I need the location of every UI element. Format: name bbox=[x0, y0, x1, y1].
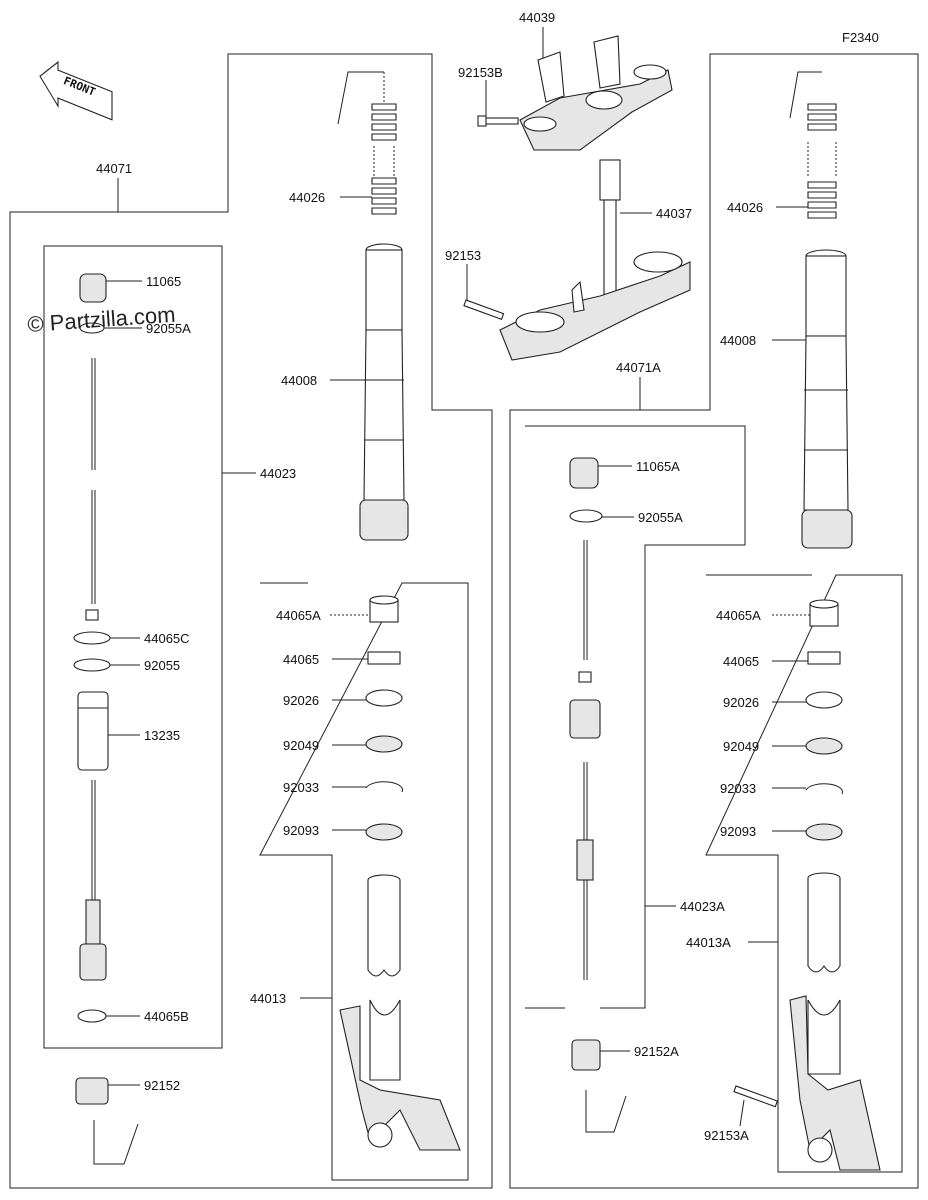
right-cartridge-frame bbox=[525, 425, 746, 1009]
right-seal-kit-frame bbox=[705, 574, 903, 1173]
label-left-44065: 44065 bbox=[283, 652, 319, 667]
left-cartridge-parts bbox=[73, 273, 139, 1165]
label-92153: 92153 bbox=[445, 248, 481, 263]
label-44037: 44037 bbox=[656, 206, 692, 221]
label-92153b: 92153B bbox=[458, 65, 503, 80]
left-seal-kit-frame bbox=[259, 582, 469, 1181]
label-44023a: 44023A bbox=[680, 899, 725, 914]
92153-bolt bbox=[463, 299, 505, 321]
label-11065: 11065 bbox=[146, 274, 181, 289]
leader-lines bbox=[104, 27, 810, 1127]
right-assembly-frame bbox=[509, 53, 919, 1189]
label-right-92049: 92049 bbox=[723, 739, 759, 754]
label-44071: 44071 bbox=[96, 161, 132, 176]
label-right-44026: 44026 bbox=[727, 200, 763, 215]
label-44065c: 44065C bbox=[144, 631, 190, 646]
label-left-44026: 44026 bbox=[289, 190, 325, 205]
label-44013a: 44013A bbox=[686, 935, 731, 950]
label-right-92055a: 92055A bbox=[638, 510, 683, 525]
upper-triple-clamp bbox=[519, 35, 673, 151]
left-inner-tube bbox=[339, 874, 461, 1151]
label-right-92026: 92026 bbox=[723, 695, 759, 710]
label-44039: 44039 bbox=[519, 10, 555, 25]
92153a-bolt bbox=[733, 1085, 779, 1108]
label-44071a: 44071A bbox=[616, 360, 661, 375]
left-seal-stack bbox=[365, 595, 404, 841]
right-outer-tube bbox=[801, 249, 853, 549]
label-92055a: 92055A bbox=[146, 321, 191, 336]
label-44065b: 44065B bbox=[144, 1009, 189, 1024]
92153b-bolt bbox=[477, 115, 519, 127]
label-92152a: 92152A bbox=[634, 1044, 679, 1059]
left-assembly-frame bbox=[9, 53, 493, 1189]
label-92055: 92055 bbox=[144, 658, 180, 673]
label-right-44065: 44065 bbox=[723, 654, 759, 669]
right-cartridge-parts bbox=[569, 457, 627, 1133]
right-inner-tube bbox=[789, 872, 881, 1171]
label-44013: 44013 bbox=[250, 991, 286, 1006]
steering-stem-lower-clamp bbox=[499, 159, 691, 361]
label-left-92033: 92033 bbox=[283, 780, 319, 795]
label-92153a: 92153A bbox=[704, 1128, 749, 1143]
label-left-92093: 92093 bbox=[283, 823, 319, 838]
label-left-92026: 92026 bbox=[283, 693, 319, 708]
left-cartridge-frame bbox=[43, 245, 223, 1049]
label-left-44065a: 44065A bbox=[276, 608, 321, 623]
right-fork-spring bbox=[789, 71, 837, 219]
label-left-44008: 44008 bbox=[281, 373, 317, 388]
label-92152: 92152 bbox=[144, 1078, 180, 1093]
label-left-92049: 92049 bbox=[283, 738, 319, 753]
label-right-92033: 92033 bbox=[720, 781, 756, 796]
left-fork-spring bbox=[337, 71, 397, 215]
right-seal-stack bbox=[805, 599, 844, 841]
label-right-44008: 44008 bbox=[720, 333, 756, 348]
label-right-92093: 92093 bbox=[720, 824, 756, 839]
front-direction-arrow-icon: FRONT bbox=[39, 60, 113, 121]
label-11065a: 11065A bbox=[636, 459, 680, 474]
diagram-code: F2340 bbox=[842, 30, 879, 45]
label-44023: 44023 bbox=[260, 466, 296, 481]
label-13235: 13235 bbox=[144, 728, 180, 743]
label-right-44065a: 44065A bbox=[716, 608, 761, 623]
left-outer-tube bbox=[359, 243, 409, 541]
